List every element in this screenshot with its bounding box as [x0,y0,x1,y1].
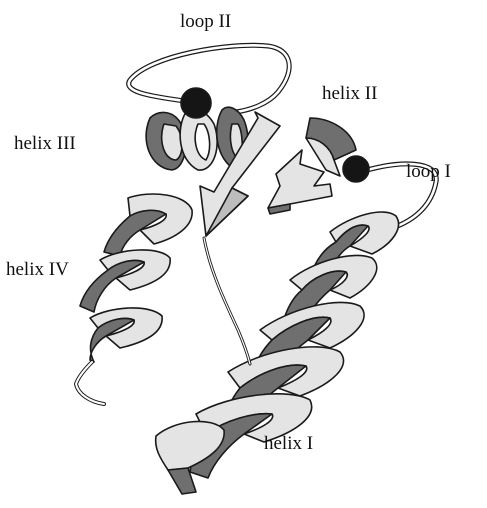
binding-site-sphere-loop-i [343,156,369,182]
label-loop-i: loop I [406,162,451,181]
helix-iv-ribbon [80,194,192,362]
binding-site-sphere-loop-ii [181,88,211,118]
label-loop-ii: loop II [180,12,231,31]
label-helix-i: helix I [264,434,313,453]
c-terminal-coil [76,362,104,404]
label-helix-iii: helix III [14,134,76,153]
connecting-coil [204,238,250,364]
label-helix-iv: helix IV [6,260,69,279]
label-helix-ii: helix II [322,84,377,103]
